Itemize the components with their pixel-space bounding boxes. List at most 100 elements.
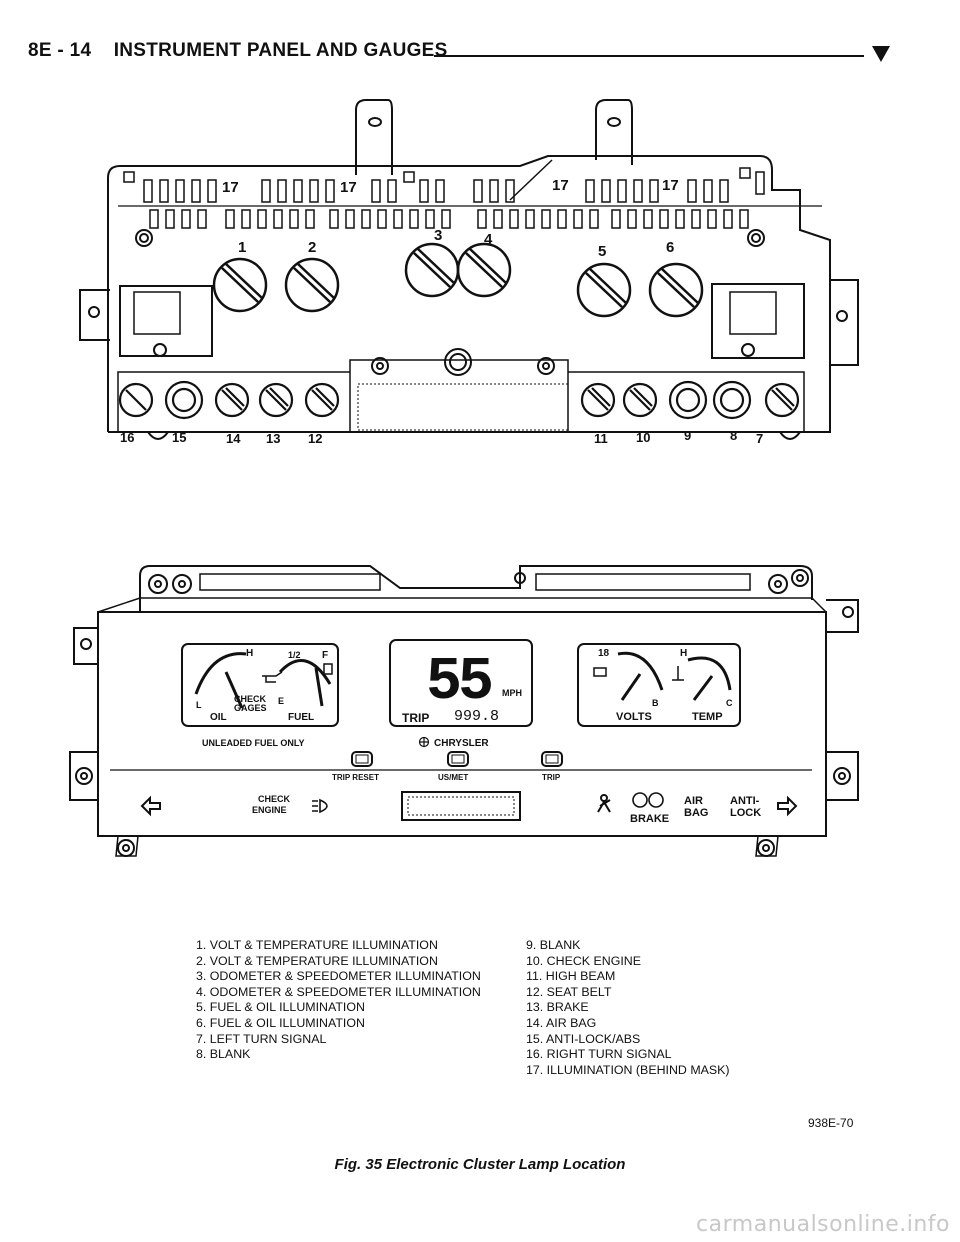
legend-item: 17. ILLUMINATION (BEHIND MASK): [526, 1062, 730, 1077]
seat-belt-icon: [597, 794, 611, 813]
front-view-diagram: [69, 565, 859, 857]
volts-max: B: [652, 698, 659, 708]
legend-item: 12. SEAT BELT: [526, 984, 612, 999]
fuel-pump-icon: [323, 663, 333, 675]
fuel-gauge-empty: E: [278, 696, 284, 706]
callout-10: 10: [636, 430, 650, 445]
illumination-sockets: [212, 242, 704, 318]
air-bag-line1: AIR: [684, 795, 703, 807]
brake-icon: [632, 792, 664, 808]
trip-button[interactable]: [541, 751, 563, 767]
thermometer-icon: [672, 666, 684, 681]
fuel-notice: UNLEADED FUEL ONLY: [202, 738, 305, 748]
fuel-gauge-half: 1/2: [288, 650, 301, 660]
callout-4: 4: [484, 231, 493, 248]
legend-item: 5. FUEL & OIL ILLUMINATION: [196, 1000, 365, 1015]
section-title: INSTRUMENT PANEL AND GAUGES: [113, 40, 448, 61]
right-turn-arrow-icon: [777, 795, 798, 817]
trip-reset-label: TRIP RESET: [332, 773, 379, 782]
watermark: carmanualsonline.info: [696, 1212, 950, 1237]
callout-15: 15: [172, 430, 186, 445]
callout-17c: 17: [552, 177, 569, 194]
anti-lock-line1: ANTI-: [730, 795, 760, 807]
callout-7: 7: [756, 431, 763, 446]
check-gages-line2: GAGES: [234, 703, 267, 713]
left-turn-arrow-icon: [140, 795, 161, 817]
us-met-button[interactable]: [447, 751, 469, 767]
figure-id: 938E-70: [808, 1116, 854, 1130]
callout-17a: 17: [222, 179, 239, 196]
check-gages-line1: CHECK: [234, 694, 267, 704]
legend-item: 3. ODOMETER & SPEEDOMETER ILLUMINATION: [196, 969, 481, 984]
figure-caption: Fig. 35 Electronic Cluster Lamp Location: [334, 1156, 626, 1173]
legend-right: 9. BLANK 10. CHECK ENGINE 11. HIGH BEAM …: [526, 938, 730, 1078]
trip-reset-button[interactable]: [351, 751, 373, 767]
callout-13: 13: [266, 431, 280, 446]
odometer-window: [401, 791, 521, 821]
legend-item: 2. VOLT & TEMPERATURE ILLUMINATION: [196, 953, 438, 968]
callout-17d: 17: [662, 177, 679, 194]
brand-name: CHRYSLER: [434, 738, 489, 749]
callout-2: 2: [308, 239, 316, 256]
speedometer-display: 55 MPH TRIP 999.8: [389, 639, 533, 727]
fuel-gauge-full: F: [322, 650, 328, 661]
callout-14: 14: [226, 431, 241, 446]
trip-label: TRIP: [402, 711, 429, 725]
legend-item: 11. HIGH BEAM: [526, 969, 616, 984]
battery-icon: [593, 667, 607, 677]
oil-fuel-gauge: H 1/2 F L E CHECK GAGES OIL FUEL: [181, 643, 339, 727]
fuel-label: FUEL: [288, 712, 314, 723]
temp-cold: C: [726, 698, 733, 708]
oil-gauge-high: H: [246, 648, 253, 659]
rear-view-diagram: [79, 99, 859, 440]
down-triangle-icon: [872, 46, 890, 62]
header-rule: [434, 55, 864, 57]
volts-temp-gauge: 18 H B C VOLTS TEMP: [577, 643, 741, 727]
trip-value: 999.8: [454, 708, 499, 725]
legend-item: 10. CHECK ENGINE: [526, 953, 641, 968]
speed-value: 55: [426, 649, 491, 717]
illumination-slots-second: [149, 209, 749, 229]
callout-17b: 17: [340, 179, 357, 196]
legend-item: 13. BRAKE: [526, 1000, 589, 1015]
check-engine-line1: CHECK: [258, 794, 291, 804]
legend-item: 7. LEFT TURN SIGNAL: [196, 1031, 327, 1046]
rear-callouts: 17 17 17 17 1 2 3 4 5 6: [222, 177, 679, 260]
volts-label: VOLTS: [616, 711, 652, 723]
callout-12: 12: [308, 431, 322, 446]
legend-item: 4. ODOMETER & SPEEDOMETER ILLUMINATION: [196, 984, 481, 999]
oil-label: OIL: [210, 712, 227, 723]
legend-item: 15. ANTI-LOCK/ABS: [526, 1031, 641, 1046]
legend-item: 8. BLANK: [196, 1047, 251, 1062]
callout-3: 3: [434, 227, 442, 244]
volts-min: 18: [598, 648, 610, 659]
oil-gauge-low: L: [196, 700, 202, 710]
temp-hot: H: [680, 648, 687, 659]
legend-item: 6. FUEL & OIL ILLUMINATION: [196, 1015, 365, 1030]
callout-11: 11: [594, 431, 608, 446]
anti-lock-line2: LOCK: [730, 807, 761, 819]
legend-item: 14. AIR BAG: [526, 1015, 597, 1030]
callout-9: 9: [684, 428, 691, 443]
check-engine-line2: ENGINE: [252, 805, 287, 815]
legend-item: 9. BLANK: [526, 938, 581, 952]
callout-5: 5: [598, 243, 606, 260]
oil-can-icon: [262, 671, 283, 683]
speed-unit: MPH: [502, 688, 522, 698]
illumination-slots-top: [123, 167, 765, 203]
indicator-sockets: [118, 380, 800, 420]
callout-16: 16: [120, 430, 134, 445]
legend-item: 1. VOLT & TEMPERATURE ILLUMINATION: [196, 938, 438, 952]
legend-item: 16. RIGHT TURN SIGNAL: [526, 1047, 672, 1062]
brake-label: BRAKE: [630, 813, 669, 825]
rear-callouts-bottom: 16 15 14 13 12 11 10 9 8 7: [120, 428, 763, 446]
high-beam-icon: [312, 798, 328, 814]
air-bag-line2: BAG: [684, 807, 708, 819]
legend-left: 1. VOLT & TEMPERATURE ILLUMINATION 2. VO…: [196, 938, 481, 1063]
us-met-label: US/MET: [438, 773, 468, 782]
page-header: 8E - 14 INSTRUMENT PANEL AND GAUGES: [28, 40, 890, 68]
callout-1: 1: [238, 239, 246, 256]
header-text: 8E - 14 INSTRUMENT PANEL AND GAUGES: [28, 40, 448, 62]
section-number: 8E - 14: [28, 40, 92, 61]
